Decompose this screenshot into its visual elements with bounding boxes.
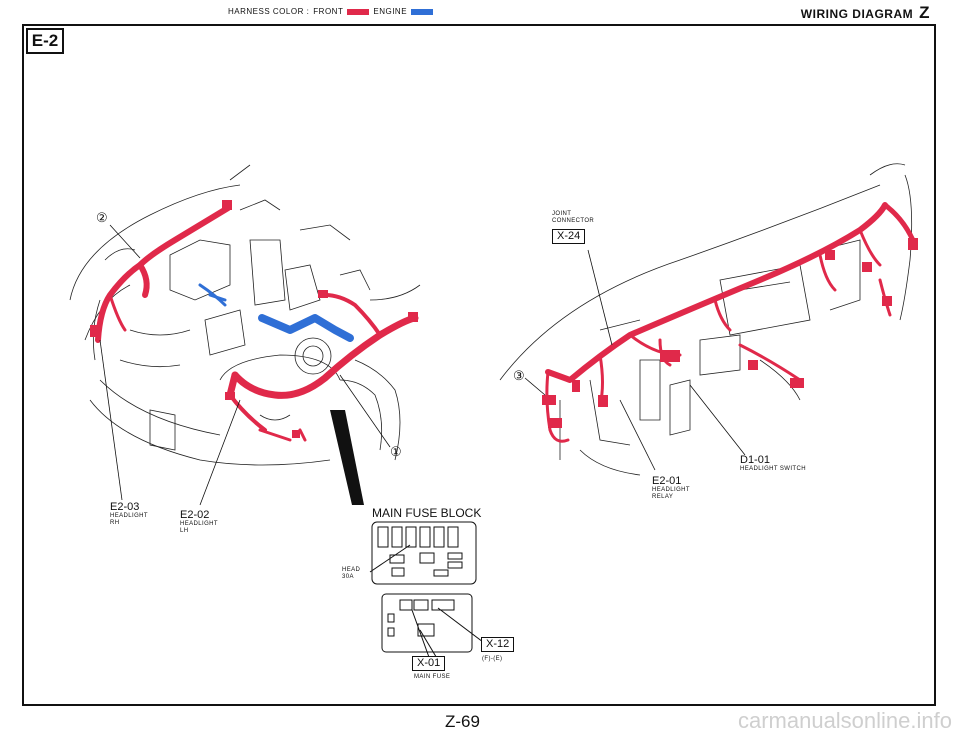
x-01-sub: MAIN FUSE bbox=[414, 674, 451, 680]
callout-1: ① bbox=[390, 444, 402, 459]
joint-line1: JOINT bbox=[552, 211, 572, 217]
label-e2-03: E2-03 HEADLIGHT RH bbox=[110, 502, 148, 527]
e2-03-code: E2-03 bbox=[110, 501, 140, 513]
front-label: FRONT bbox=[313, 7, 344, 16]
leader-lines-left bbox=[99, 224, 391, 506]
engine-label: ENGINE bbox=[373, 7, 408, 16]
connector-x-01-box: X-01 bbox=[412, 656, 446, 671]
d1-01-line1: HEADLIGHT SWITCH bbox=[740, 466, 806, 472]
front-color-swatch bbox=[347, 8, 370, 15]
callout-3: ③ bbox=[513, 368, 525, 383]
main-fuse-illustration bbox=[381, 593, 484, 661]
e2-02-line1: HEADLIGHT bbox=[180, 521, 218, 527]
front-harness-left bbox=[95, 205, 419, 442]
e2-01-line2: RELAY bbox=[652, 494, 674, 500]
label-joint-connector: JOINT CONNECTOR bbox=[552, 211, 594, 225]
bundle-to-fuse-block bbox=[330, 410, 364, 505]
e2-03-line1: HEADLIGHT bbox=[110, 513, 148, 519]
connector-x-12-box: X-12 bbox=[481, 637, 515, 652]
leader-lines-right bbox=[524, 249, 746, 471]
joint-line2: CONNECTOR bbox=[552, 218, 595, 224]
e2-02-line2: LH bbox=[180, 528, 189, 534]
head-line2: 30A bbox=[342, 574, 354, 580]
d1-01-code: D1-01 bbox=[740, 454, 770, 466]
head-line1: HEAD bbox=[342, 567, 361, 573]
title-text: WIRING DIAGRAM bbox=[800, 7, 914, 21]
engine-harness bbox=[198, 283, 354, 342]
main-fuse-block-label: MAIN FUSE BLOCK bbox=[372, 506, 482, 520]
e2-02-code: E2-02 bbox=[180, 509, 210, 521]
header-bar: HARNESS COLOR : FRONT ENGINE WIRING DIAG… bbox=[0, 0, 960, 24]
watermark: carmanualsonline.info bbox=[737, 708, 952, 733]
label-e2-02: E2-02 HEADLIGHT LH bbox=[180, 510, 218, 535]
label-head: HEAD 30A bbox=[342, 567, 360, 581]
harness-color-label: HARNESS COLOR : bbox=[228, 7, 310, 16]
e2-01-line1: HEADLIGHT bbox=[652, 487, 690, 493]
section-id-box: E-2 bbox=[26, 28, 64, 54]
title-letter: Z bbox=[919, 3, 930, 22]
e2-01-code: E2-01 bbox=[652, 475, 682, 487]
front-harness-connectors bbox=[90, 200, 418, 438]
x-12-sub: (F)-(E) bbox=[482, 656, 503, 662]
main-fuse-block-illustration bbox=[369, 521, 477, 585]
e2-03-line2: RH bbox=[110, 520, 120, 526]
diagram-frame bbox=[22, 24, 936, 706]
front-harness-right-connectors bbox=[542, 238, 918, 428]
callout-2: ② bbox=[96, 210, 108, 225]
label-d1-01: D1-01 HEADLIGHT SWITCH bbox=[740, 455, 806, 473]
label-e2-01: E2-01 HEADLIGHT RELAY bbox=[652, 476, 690, 501]
page-title: WIRING DIAGRAM Z bbox=[801, 3, 930, 23]
connector-x-24-box: X-24 bbox=[552, 229, 586, 244]
page-number: Z-69 bbox=[445, 712, 480, 731]
engine-bay-outline bbox=[69, 164, 421, 466]
harness-color-legend: HARNESS COLOR : FRONT ENGINE bbox=[228, 7, 434, 16]
engine-color-swatch bbox=[411, 8, 434, 15]
